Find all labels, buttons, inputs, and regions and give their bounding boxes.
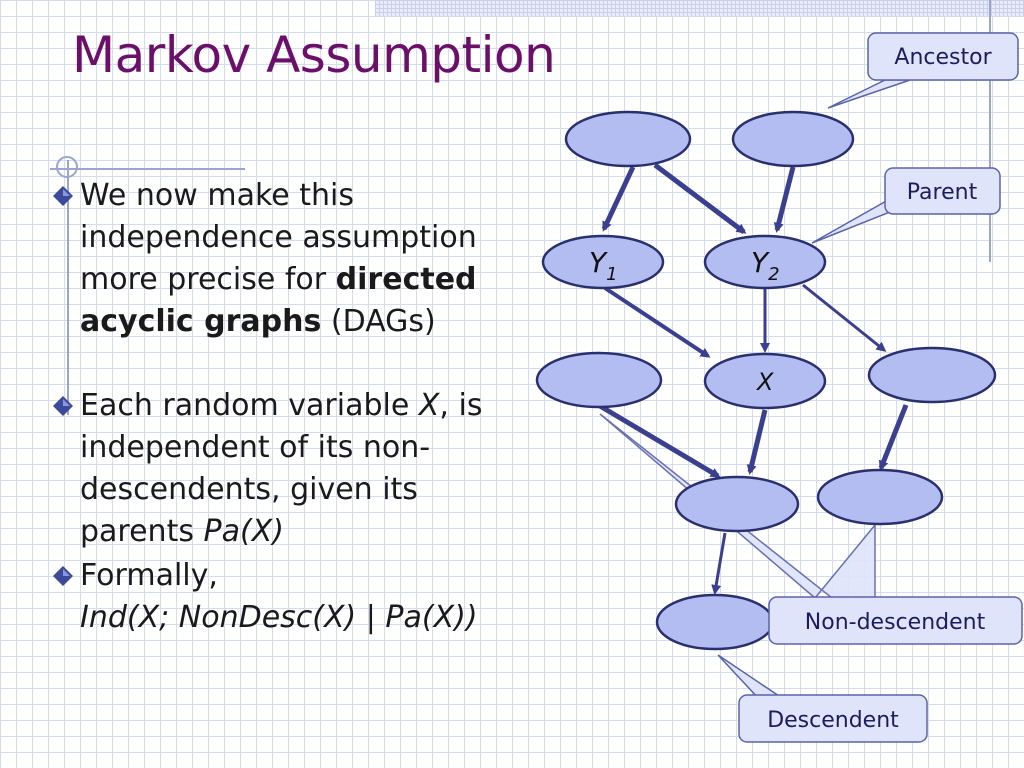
edge-y2-c [802,283,887,352]
decorative-horizontal-line [50,168,245,170]
non-descendent-callout-box [768,596,1023,645]
bullet-bold-term: directed acyclic graphs [80,262,477,339]
node-y2 [703,234,827,290]
edge-a2-y2 [773,166,796,233]
node-y1 [541,234,665,290]
bullet-text: Formally, [80,558,218,593]
node-x-label: X [755,368,774,396]
ancestor-callout-box [867,32,1019,81]
decorative-circle [56,156,78,178]
edge-x-d1 [746,409,768,475]
bullet-item-independence: Each random variable X, is independent o… [50,385,540,553]
diamond-bullet-icon [53,186,73,206]
bullet-item-formally: Formally, Ind(X; NonDesc(X) | Pa(X)) [50,555,540,639]
bullet-text: Each random variable [80,388,419,423]
right-decorative-line [989,0,991,262]
ancestor-label: Ancestor [894,45,992,70]
edge-a1-y1 [601,165,636,232]
dag-nodes [535,110,997,651]
descendent-pointer [717,654,788,701]
non-descendent-pointer [599,413,876,600]
bullet-text: , is independent of its non-descendents,… [80,388,483,549]
formula: Ind(X; NonDesc(X) | Pa(X)) [80,600,478,635]
bullet-italic-term: Pa(X) [203,514,284,549]
descendent-label: Descendent [767,708,899,733]
bullet-text: We now make this independence assumption… [80,178,477,297]
non-descendent-node-right [867,346,997,404]
dag-edges [598,163,909,595]
node-y1-label: Y1 [589,246,618,285]
non-descendent-node-lower [816,468,944,526]
ancestor-pointer [827,79,911,109]
edge-c-d2 [878,404,909,471]
parent-callout-box [884,167,1001,215]
callout-labels: Ancestor Parent Non-descendent Descenden… [767,45,992,733]
bullet-italic-term: X [418,388,440,423]
top-decorative-band [375,0,1024,16]
edge-a1-y2 [653,163,747,234]
non-descendent-node-left [535,351,663,409]
slide-title: Markov Assumption [72,26,556,84]
ancestor-node-1 [564,110,692,168]
callout-boxes [738,32,1023,743]
diamond-bullet-icon [53,396,73,416]
edge-l-d1 [598,403,721,479]
descendent-node-1 [674,475,800,533]
node-y2-label: Y2 [751,246,780,285]
edge-d1-d3 [711,532,727,595]
bullet-item-dags: We now make this independence assumption… [50,175,540,343]
edge-y1-x [603,286,711,358]
left-decorative-line [67,160,69,415]
non-descendent-label: Non-descendent [805,610,986,635]
bullet-list: We now make this independence assumption… [50,175,540,639]
descendent-callout-box [738,694,928,743]
descendent-node-2 [655,593,775,651]
ancestor-node-2 [731,110,855,168]
node-x [703,352,827,410]
parent-label: Parent [907,180,978,205]
parent-pointer [811,198,891,244]
bullet-text: (DAGs) [321,304,436,339]
diamond-bullet-icon [53,566,73,586]
node-labels: Y1 Y2 X [589,246,780,396]
